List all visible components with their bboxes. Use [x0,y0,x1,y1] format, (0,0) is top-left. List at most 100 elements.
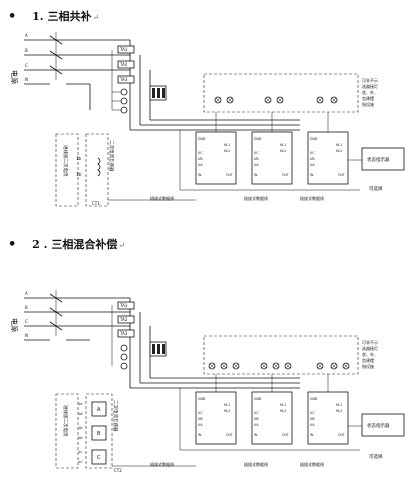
svg-text:UB: UB [254,417,259,421]
ta3-label-2: TA3 [119,331,128,336]
status-indicator-label-2: 状态指示器 [367,422,390,429]
ta-boxes-2 [117,301,135,338]
ct2-label: CT2 [114,468,122,473]
svg-text:IN: IN [310,173,314,177]
ct2-coil-c: C [97,455,101,461]
ct-coil-1 [97,157,101,177]
ct-terminal-1a-prime: 1a' [78,412,83,416]
svg-text:UC: UC [310,151,315,155]
svg-text:IN: IN [254,433,258,437]
svg-text:UA: UA [198,163,203,167]
phase-c-label-1: C [25,63,28,68]
bus-label-1c: 插拔式数据线 [300,195,324,201]
bus-label-2c: 插拔式数据线 [300,461,324,467]
ct-note-2: 二次电流互感器 [112,400,119,432]
svg-text:IN: IN [198,433,202,437]
section-2-heading: • 2 . 三相混合补偿↵ [8,236,125,252]
svg-text:UA: UA [198,423,203,427]
ct-input-label-1: 进线侧二次电流 [62,145,69,177]
ct-terminal-1b: 1b [76,156,82,161]
meters-1 [111,50,128,114]
section-1-return-mark: ↵ [92,13,100,22]
phase-a-label-2: A [25,291,28,296]
svg-text:GND: GND [198,137,206,141]
svg-text:HL2: HL2 [280,409,286,413]
main-bus-2 [129,298,300,389]
svg-text:HL2: HL2 [224,409,230,413]
status-indicator-1 [361,147,405,171]
ct-box-1 [85,133,109,207]
svg-text:OUT: OUT [226,173,233,177]
svg-text:HL1: HL1 [280,143,286,147]
phase-a-label-1: A [25,33,28,38]
svg-text:UC: UC [310,411,315,415]
svg-text:UB: UB [198,157,203,161]
svg-text:GND: GND [254,137,262,141]
svg-text:UA: UA [310,423,315,427]
svg-text:HL1: HL1 [336,403,342,407]
svg-text:UA: UA [254,423,259,427]
led-lamps-2 [208,362,350,370]
svg-text:OUT: OUT [226,433,233,437]
svg-text:UB: UB [310,417,315,421]
ct-note-1: 二次电流互感器 [108,140,115,172]
ct-terminal-1b-2: 1b [78,426,83,430]
svg-text:IN: IN [310,433,314,437]
led-lamps-1 [214,96,338,104]
optional-label-2: 可选择 [369,453,383,460]
svg-text:OUT: OUT [282,433,289,437]
phase-b-label-2: B [25,305,28,310]
svg-text:UB: UB [254,157,259,161]
ta1-label-2: TA1 [119,303,128,308]
phase-n-label-2: N [25,333,28,338]
svg-text:UB: UB [198,417,203,421]
ta2-label-2: TA2 [119,317,128,322]
ct-terminal-1c: 1c [78,450,82,454]
svg-text:HL1: HL1 [280,403,286,407]
svg-text:UB: UB [310,157,315,161]
ta1-label-1: TA1 [119,47,128,52]
svg-text:GND: GND [198,397,206,401]
phase-lines-1 [24,32,130,85]
fuse-block-2 [149,341,167,357]
ct-box-2 [85,393,113,469]
status-indicator-2 [361,413,405,437]
ct-terminal-1b-prime: 1b' [76,172,82,177]
svg-text:OUT: OUT [282,173,289,177]
led-note-1: 可非不示选器接灯状、外、恋建摆指设施 [362,77,378,107]
led-group-box-1 [203,73,359,113]
fuse-block-1 [149,85,167,101]
ct1-label: CT1 [92,201,100,206]
ta2-label-1: TA2 [119,62,128,67]
ct-input-box-1 [55,133,79,207]
phase-c-label-2: C [25,319,28,324]
module-wiring-2 [179,374,360,451]
capacitor-modules-2 [195,391,349,445]
svg-text:HL1: HL1 [224,403,230,407]
bus-label-1b: 插拔式数据线 [244,195,268,201]
svg-text:OUT: OUT [338,433,345,437]
meters-2 [111,305,128,370]
led-group-box-2 [203,335,359,375]
ct-terminal-1a: 1a [78,402,82,406]
section-1-title: 三相共补 [47,10,92,23]
section-1-bullet: • [8,9,17,24]
svg-text:HL2: HL2 [280,149,286,153]
led-note-2: 可非不示选器接灯状、外、恋建摆指设施 [362,339,378,369]
phase-b-label-1: B [25,48,28,53]
ct2-coil-a: A [97,407,101,413]
svg-text:GND: GND [310,137,318,141]
ct-input-label-2: 进线侧二次电流 [62,405,69,437]
ct-input-box-2 [55,393,79,469]
main-bus-1 [89,40,300,131]
section-2-bullet: • [8,237,17,252]
section-1-number: 1. [32,10,44,23]
svg-text:UC: UC [198,411,203,415]
module-wiring-1 [179,112,360,191]
svg-text:UA: UA [310,163,315,167]
section-2-return-mark: ↵ [118,241,126,250]
ta3-label-1: TA3 [119,77,128,82]
section-2-number: 2 . [32,238,48,251]
